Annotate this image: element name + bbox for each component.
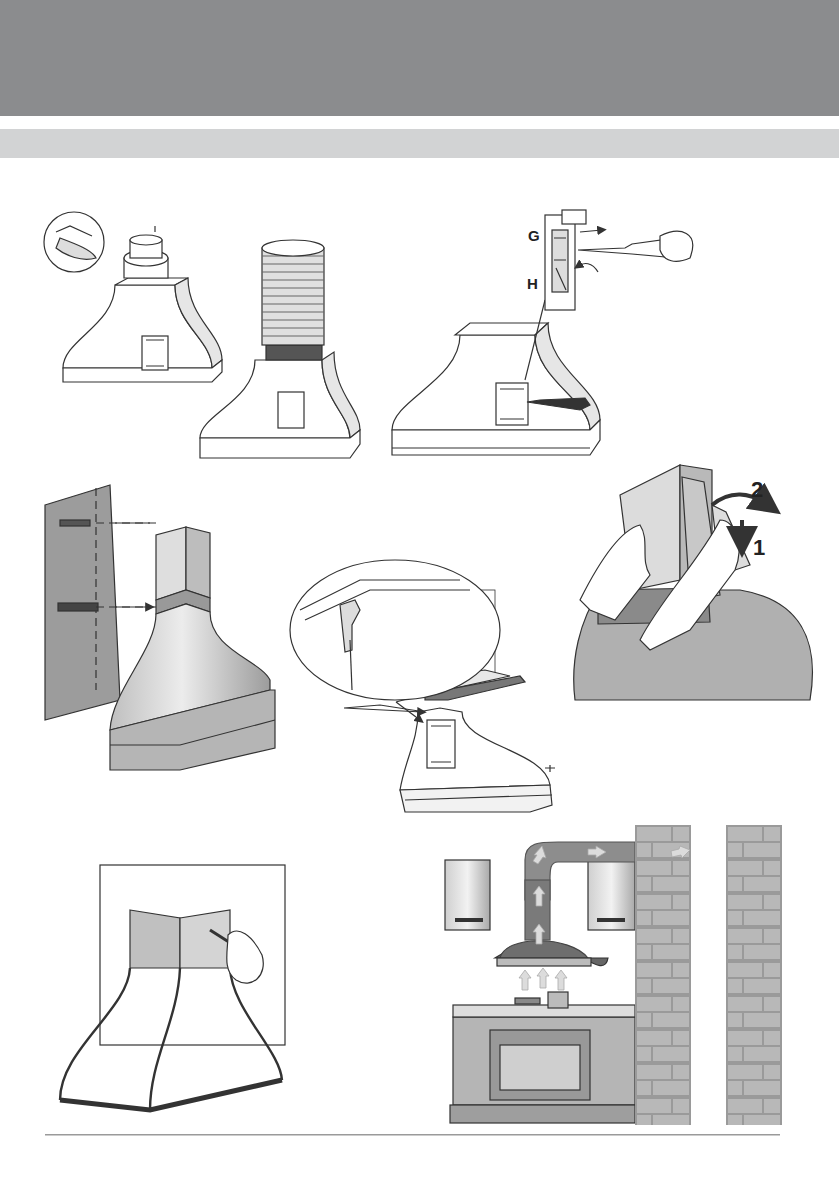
step-number: 1 <box>753 537 765 559</box>
part-letter: H <box>527 276 538 291</box>
part-letter: G <box>528 228 540 243</box>
step-number: 2 <box>751 479 763 501</box>
